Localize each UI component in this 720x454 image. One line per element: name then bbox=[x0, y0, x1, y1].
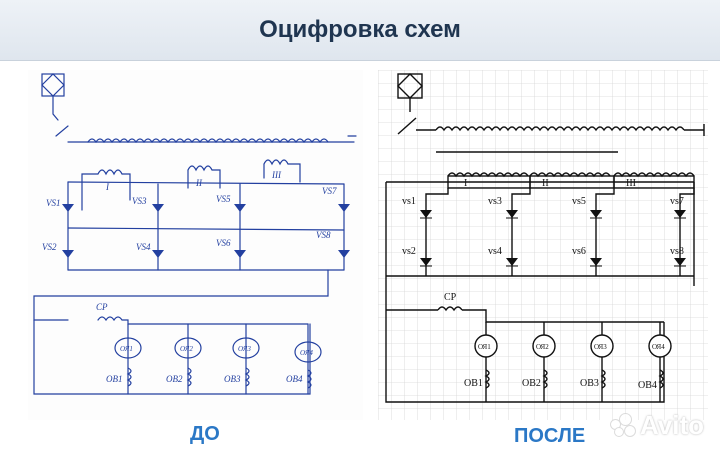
ov2-label: ОВ2 bbox=[522, 378, 541, 389]
before-caption: ДО bbox=[190, 423, 220, 445]
vs5-label: VS5 bbox=[216, 194, 231, 204]
vs8-label: vs8 bbox=[670, 246, 684, 257]
ov4-label: ОВ4 bbox=[286, 374, 303, 384]
winding-label-1: I bbox=[464, 178, 467, 189]
ov1-label: ОВ1 bbox=[464, 378, 483, 389]
vs8-label: VS8 bbox=[316, 230, 331, 240]
winding-label-1: I bbox=[105, 182, 110, 192]
motor-4-label: ОЯ4 bbox=[300, 349, 313, 357]
ov3-label: ОВ3 bbox=[224, 374, 241, 384]
winding-label-3: III bbox=[626, 178, 636, 189]
avito-watermark: Avito bbox=[610, 410, 704, 441]
ov3-label: ОВ3 bbox=[580, 378, 599, 389]
vs6-label: vs6 bbox=[572, 246, 586, 257]
motor-1-label: ОЯ1 bbox=[478, 343, 491, 351]
ov2-label: ОВ2 bbox=[166, 374, 183, 384]
vs3-label: vs3 bbox=[488, 196, 502, 207]
vs5-label: vs5 bbox=[572, 196, 586, 207]
vs4-label: vs4 bbox=[488, 246, 502, 257]
motor-2-label: ОЯ2 bbox=[536, 343, 549, 351]
right-thyristors bbox=[420, 210, 686, 267]
hand-drawn-circuit: I II III VS1 VS2 VS3 VS4 VS5 VS6 VS7 VS8… bbox=[33, 73, 357, 395]
motor-3-label: ОЯ3 bbox=[238, 345, 251, 353]
vs7-label: VS7 bbox=[322, 186, 337, 196]
vs1-label: vs1 bbox=[402, 196, 416, 207]
after-scheme-panel: I II III vs1 vs2 vs3 vs4 vs5 vs6 vs7 vs8… bbox=[378, 70, 708, 420]
vs2-label: VS2 bbox=[42, 242, 57, 252]
vs1-label: VS1 bbox=[46, 198, 61, 208]
cp-label: CP bbox=[96, 302, 108, 312]
digital-circuit: I II III vs1 vs2 vs3 vs4 vs5 vs6 vs7 vs8… bbox=[378, 70, 708, 420]
vs2-label: vs2 bbox=[402, 246, 416, 257]
winding-label-2: II bbox=[542, 178, 549, 189]
graph-paper-grid bbox=[378, 70, 708, 420]
left-thyristors bbox=[62, 204, 350, 258]
before-scheme-panel: I II III VS1 VS2 VS3 VS4 VS5 VS6 VS7 VS8… bbox=[28, 70, 363, 420]
motor-4-label: ОЯ4 bbox=[652, 343, 665, 351]
after-caption: ПОСЛЕ bbox=[514, 425, 586, 447]
source-symbol bbox=[41, 73, 65, 97]
ov1-label: ОВ1 bbox=[106, 374, 123, 384]
motor-2-label: ОЯ2 bbox=[180, 345, 193, 353]
vs3-label: VS3 bbox=[132, 196, 147, 206]
watermark-text: Avito bbox=[640, 410, 705, 440]
winding-label-3: III bbox=[271, 170, 282, 180]
ov4-label: ОВ4 bbox=[638, 380, 657, 391]
slide-title: Оцифровка схем bbox=[259, 16, 461, 43]
vs4-label: VS4 bbox=[136, 242, 151, 252]
motor-1-label: ОЯ1 bbox=[120, 345, 133, 353]
winding-label-2: II bbox=[195, 178, 203, 188]
motor-3-label: ОЯ3 bbox=[594, 343, 607, 351]
avito-logo-icon bbox=[610, 412, 636, 439]
slide-header: Оцифровка схем bbox=[0, 0, 720, 61]
cp-label: CP bbox=[444, 292, 457, 303]
vs7-label: vs7 bbox=[670, 196, 684, 207]
vs6-label: VS6 bbox=[216, 238, 231, 248]
